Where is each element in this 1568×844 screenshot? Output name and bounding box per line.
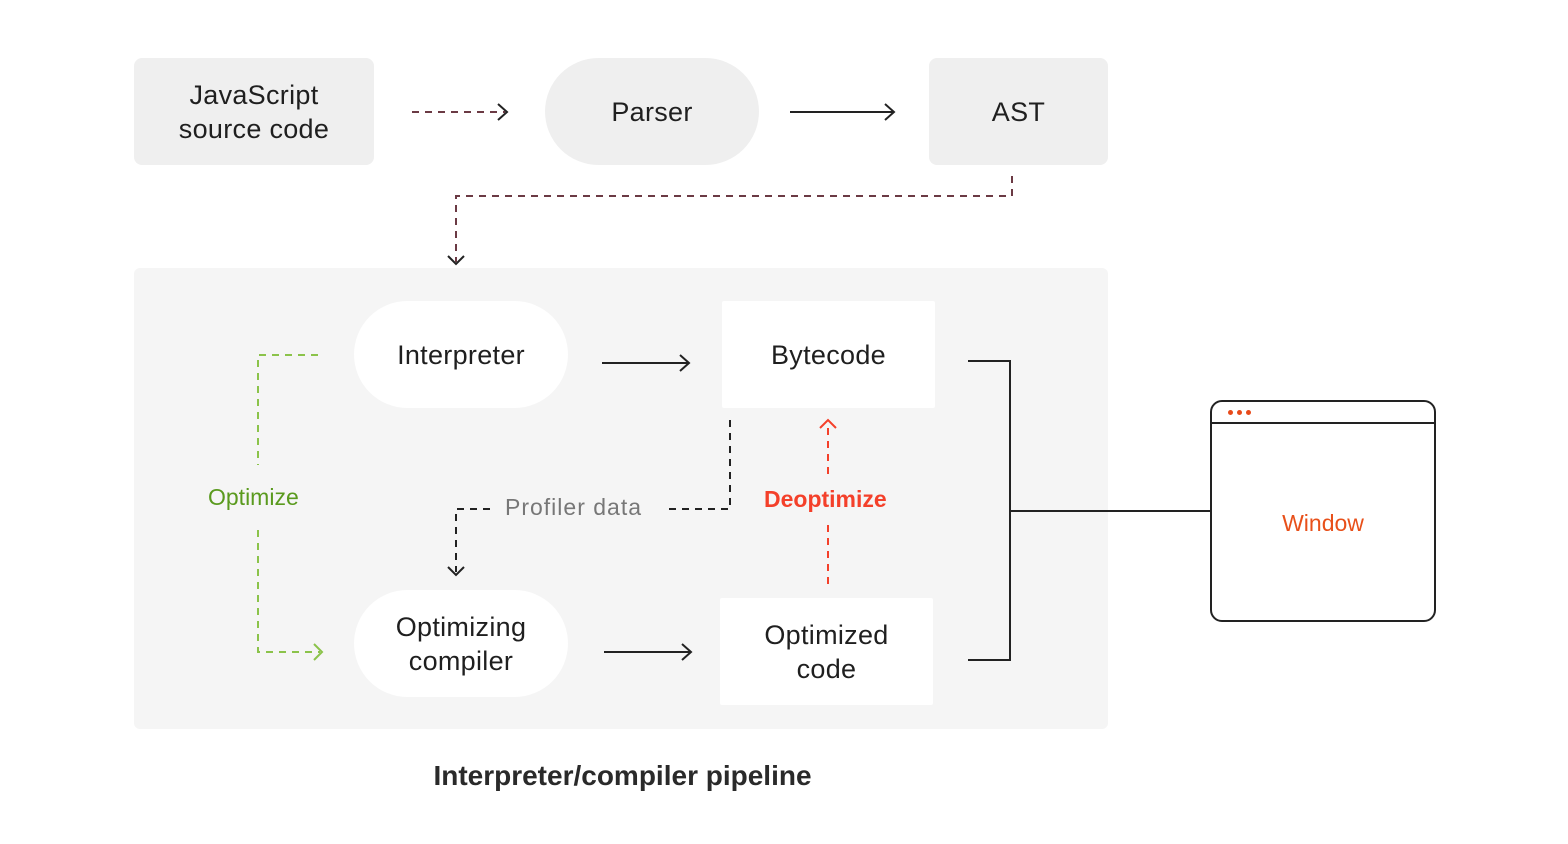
arrowhead-optimize xyxy=(313,643,324,661)
node-optimized-code: Optimized code xyxy=(720,598,933,705)
arrowhead-deoptimize xyxy=(819,418,837,429)
label-optimize: Optimize xyxy=(208,484,299,510)
node-js-source: JavaScript source code xyxy=(134,58,374,165)
label-profiler-data: Profiler data xyxy=(505,494,643,520)
window-dot xyxy=(1246,410,1251,415)
arrowhead-compiler-to-optimized xyxy=(681,643,693,661)
node-interpreter: Interpreter xyxy=(354,301,568,408)
arrowhead-profiler xyxy=(447,566,465,577)
edge-ast-to-pipeline xyxy=(455,176,1013,262)
window-title-bar xyxy=(1212,422,1434,424)
label-deoptimize: Deoptimize xyxy=(764,486,887,512)
node-ast: AST xyxy=(929,58,1108,165)
window-label: Window xyxy=(1282,510,1364,536)
diagram-caption: Interpreter/compiler pipeline xyxy=(433,760,812,791)
edge-optimize-top xyxy=(257,354,318,465)
node-parser: Parser xyxy=(545,58,759,165)
arrowhead-parser-to-ast xyxy=(884,103,896,121)
window-dot xyxy=(1237,410,1242,415)
edge-profiler-right xyxy=(665,420,731,510)
window-icon: Window xyxy=(1210,400,1436,622)
window-dot xyxy=(1228,410,1233,415)
arrowhead-source-to-parser xyxy=(497,103,509,121)
edge-profiler-left xyxy=(455,508,490,572)
arrowhead-interpreter-to-bytecode xyxy=(679,354,691,372)
node-bytecode: Bytecode xyxy=(722,301,935,408)
arrowhead-ast-to-pipeline xyxy=(447,255,465,266)
node-optimizing-compiler: Optimizing compiler xyxy=(354,590,568,697)
edge-bracket xyxy=(968,360,1011,661)
edge-optimize-bottom xyxy=(257,530,320,653)
